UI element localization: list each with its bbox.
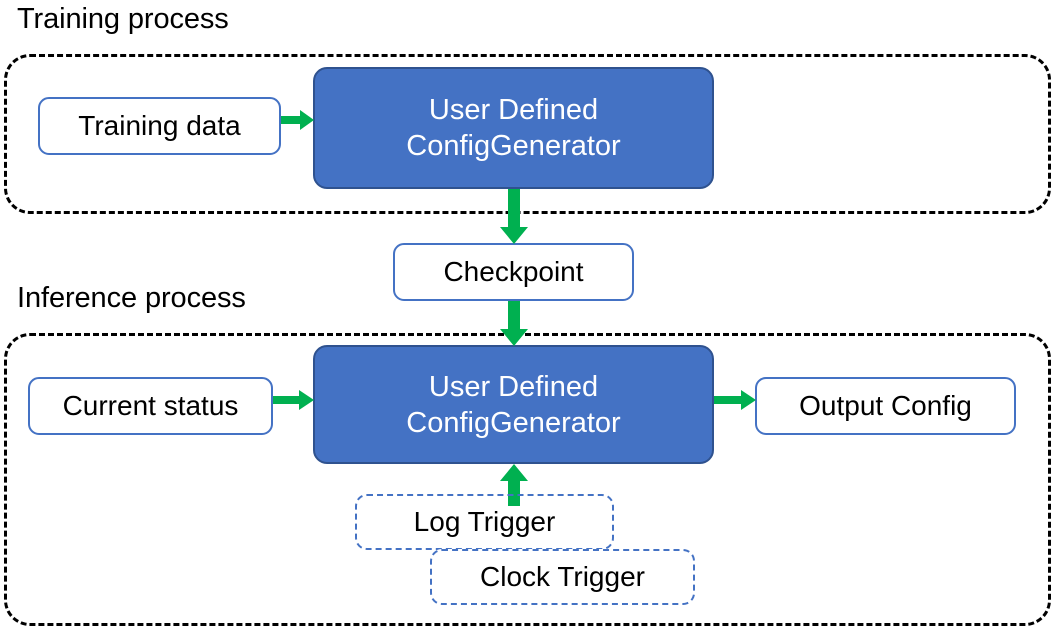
inference-generator-line-2: ConfigGenerator <box>406 406 621 439</box>
training-process-title: Training process <box>17 3 229 35</box>
node-current-status[interactable]: Current status <box>28 377 273 435</box>
inference-process-title: Inference process <box>17 282 246 314</box>
training-generator-line-1: User Defined <box>428 94 599 126</box>
node-log-trigger[interactable]: Log Trigger <box>355 494 614 550</box>
training-generator-line-2: ConfigGenerator <box>406 130 621 162</box>
node-inference-config-generator[interactable]: User Defined ConfigGenerator <box>313 345 714 464</box>
node-checkpoint[interactable]: Checkpoint <box>393 243 634 301</box>
node-output-config[interactable]: Output Config <box>755 377 1016 435</box>
node-training-config-generator[interactable]: User Defined ConfigGenerator <box>313 67 714 189</box>
node-clock-trigger[interactable]: Clock Trigger <box>430 549 695 605</box>
node-training-data[interactable]: Training data <box>38 97 281 155</box>
inference-generator-line-1: User Defined <box>428 370 599 403</box>
